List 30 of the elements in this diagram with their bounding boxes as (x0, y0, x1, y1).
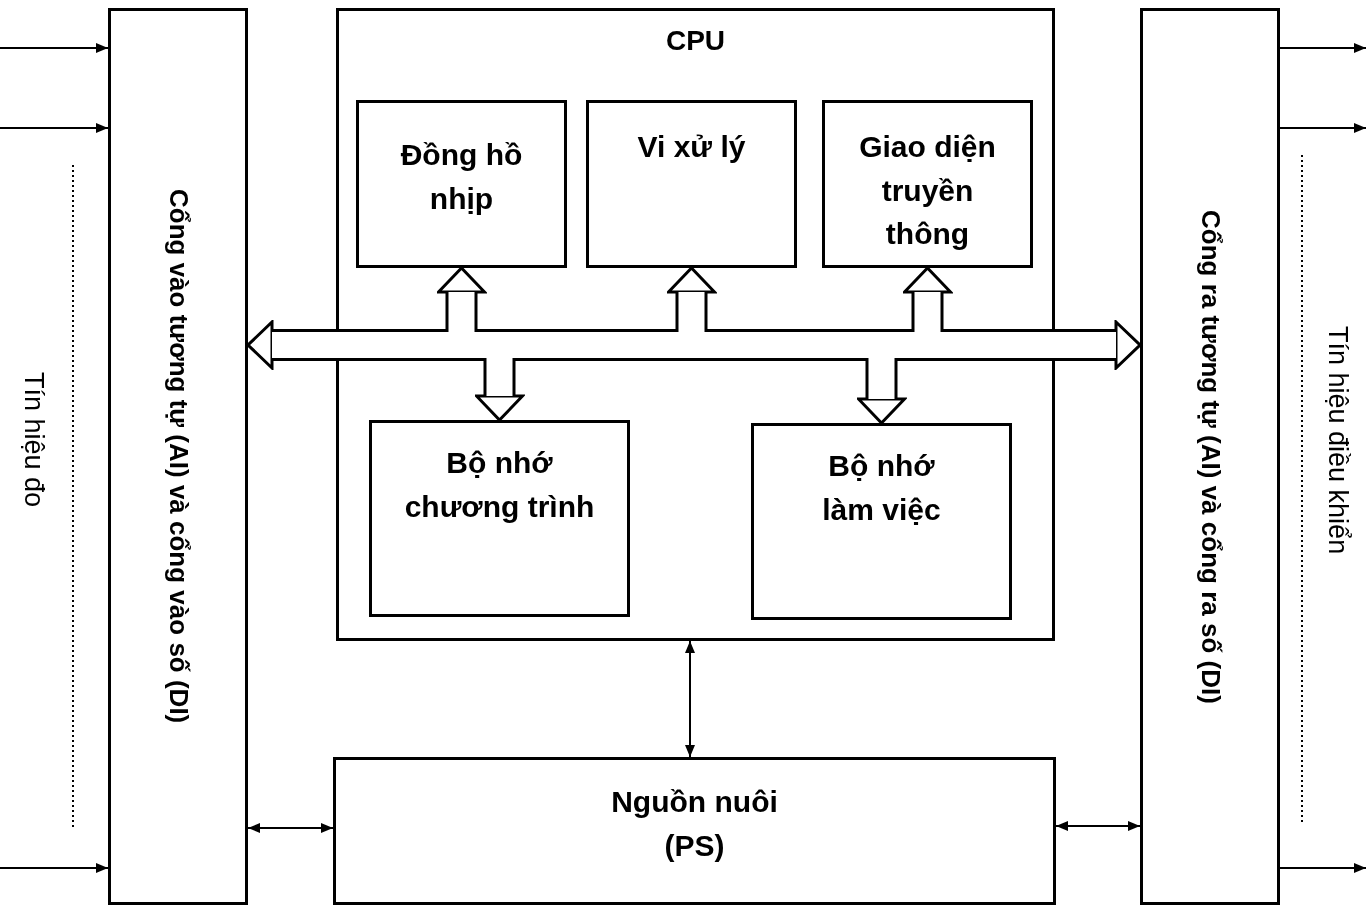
arrow (247, 823, 334, 833)
signal-label: Tín hiệu đo (18, 371, 49, 510)
module-box (369, 420, 630, 617)
arrow (1279, 863, 1367, 873)
arrow (685, 640, 695, 758)
box-label: Vi xử lý (636, 129, 747, 165)
arrow (0, 123, 109, 133)
arrow (0, 863, 109, 873)
module-box (822, 100, 1033, 268)
cpu-box (336, 8, 1055, 641)
arrow (0, 43, 109, 53)
signal-label: Tín hiệu điều khiển (1322, 324, 1353, 557)
module-box (356, 100, 567, 268)
module-box (751, 423, 1012, 620)
arrow (1279, 43, 1367, 53)
box-label: Giao diện truyền thông (858, 129, 997, 252)
io-module-box (1140, 8, 1280, 905)
module-box (333, 757, 1056, 905)
arrow (1055, 821, 1141, 831)
arrow (1279, 123, 1367, 133)
box-label: Bộ nhớ làm việc (821, 448, 942, 528)
box-label: Nguồn nuôi (PS) (610, 784, 779, 864)
box-label: Bộ nhớ chương trình (403, 445, 596, 525)
io-module-box (108, 8, 248, 905)
box-title: CPU (665, 24, 726, 58)
box-label: Đồng hồ nhịp (399, 137, 524, 217)
bus-arrow (246, 320, 1142, 370)
box-label: Cổng ra tương tự (AI) và cổng ra số (DI) (1194, 209, 1227, 704)
box-label: Cổng vào tương tự (AI) và cổng vào số (DI) (162, 189, 195, 724)
module-box (586, 100, 797, 268)
